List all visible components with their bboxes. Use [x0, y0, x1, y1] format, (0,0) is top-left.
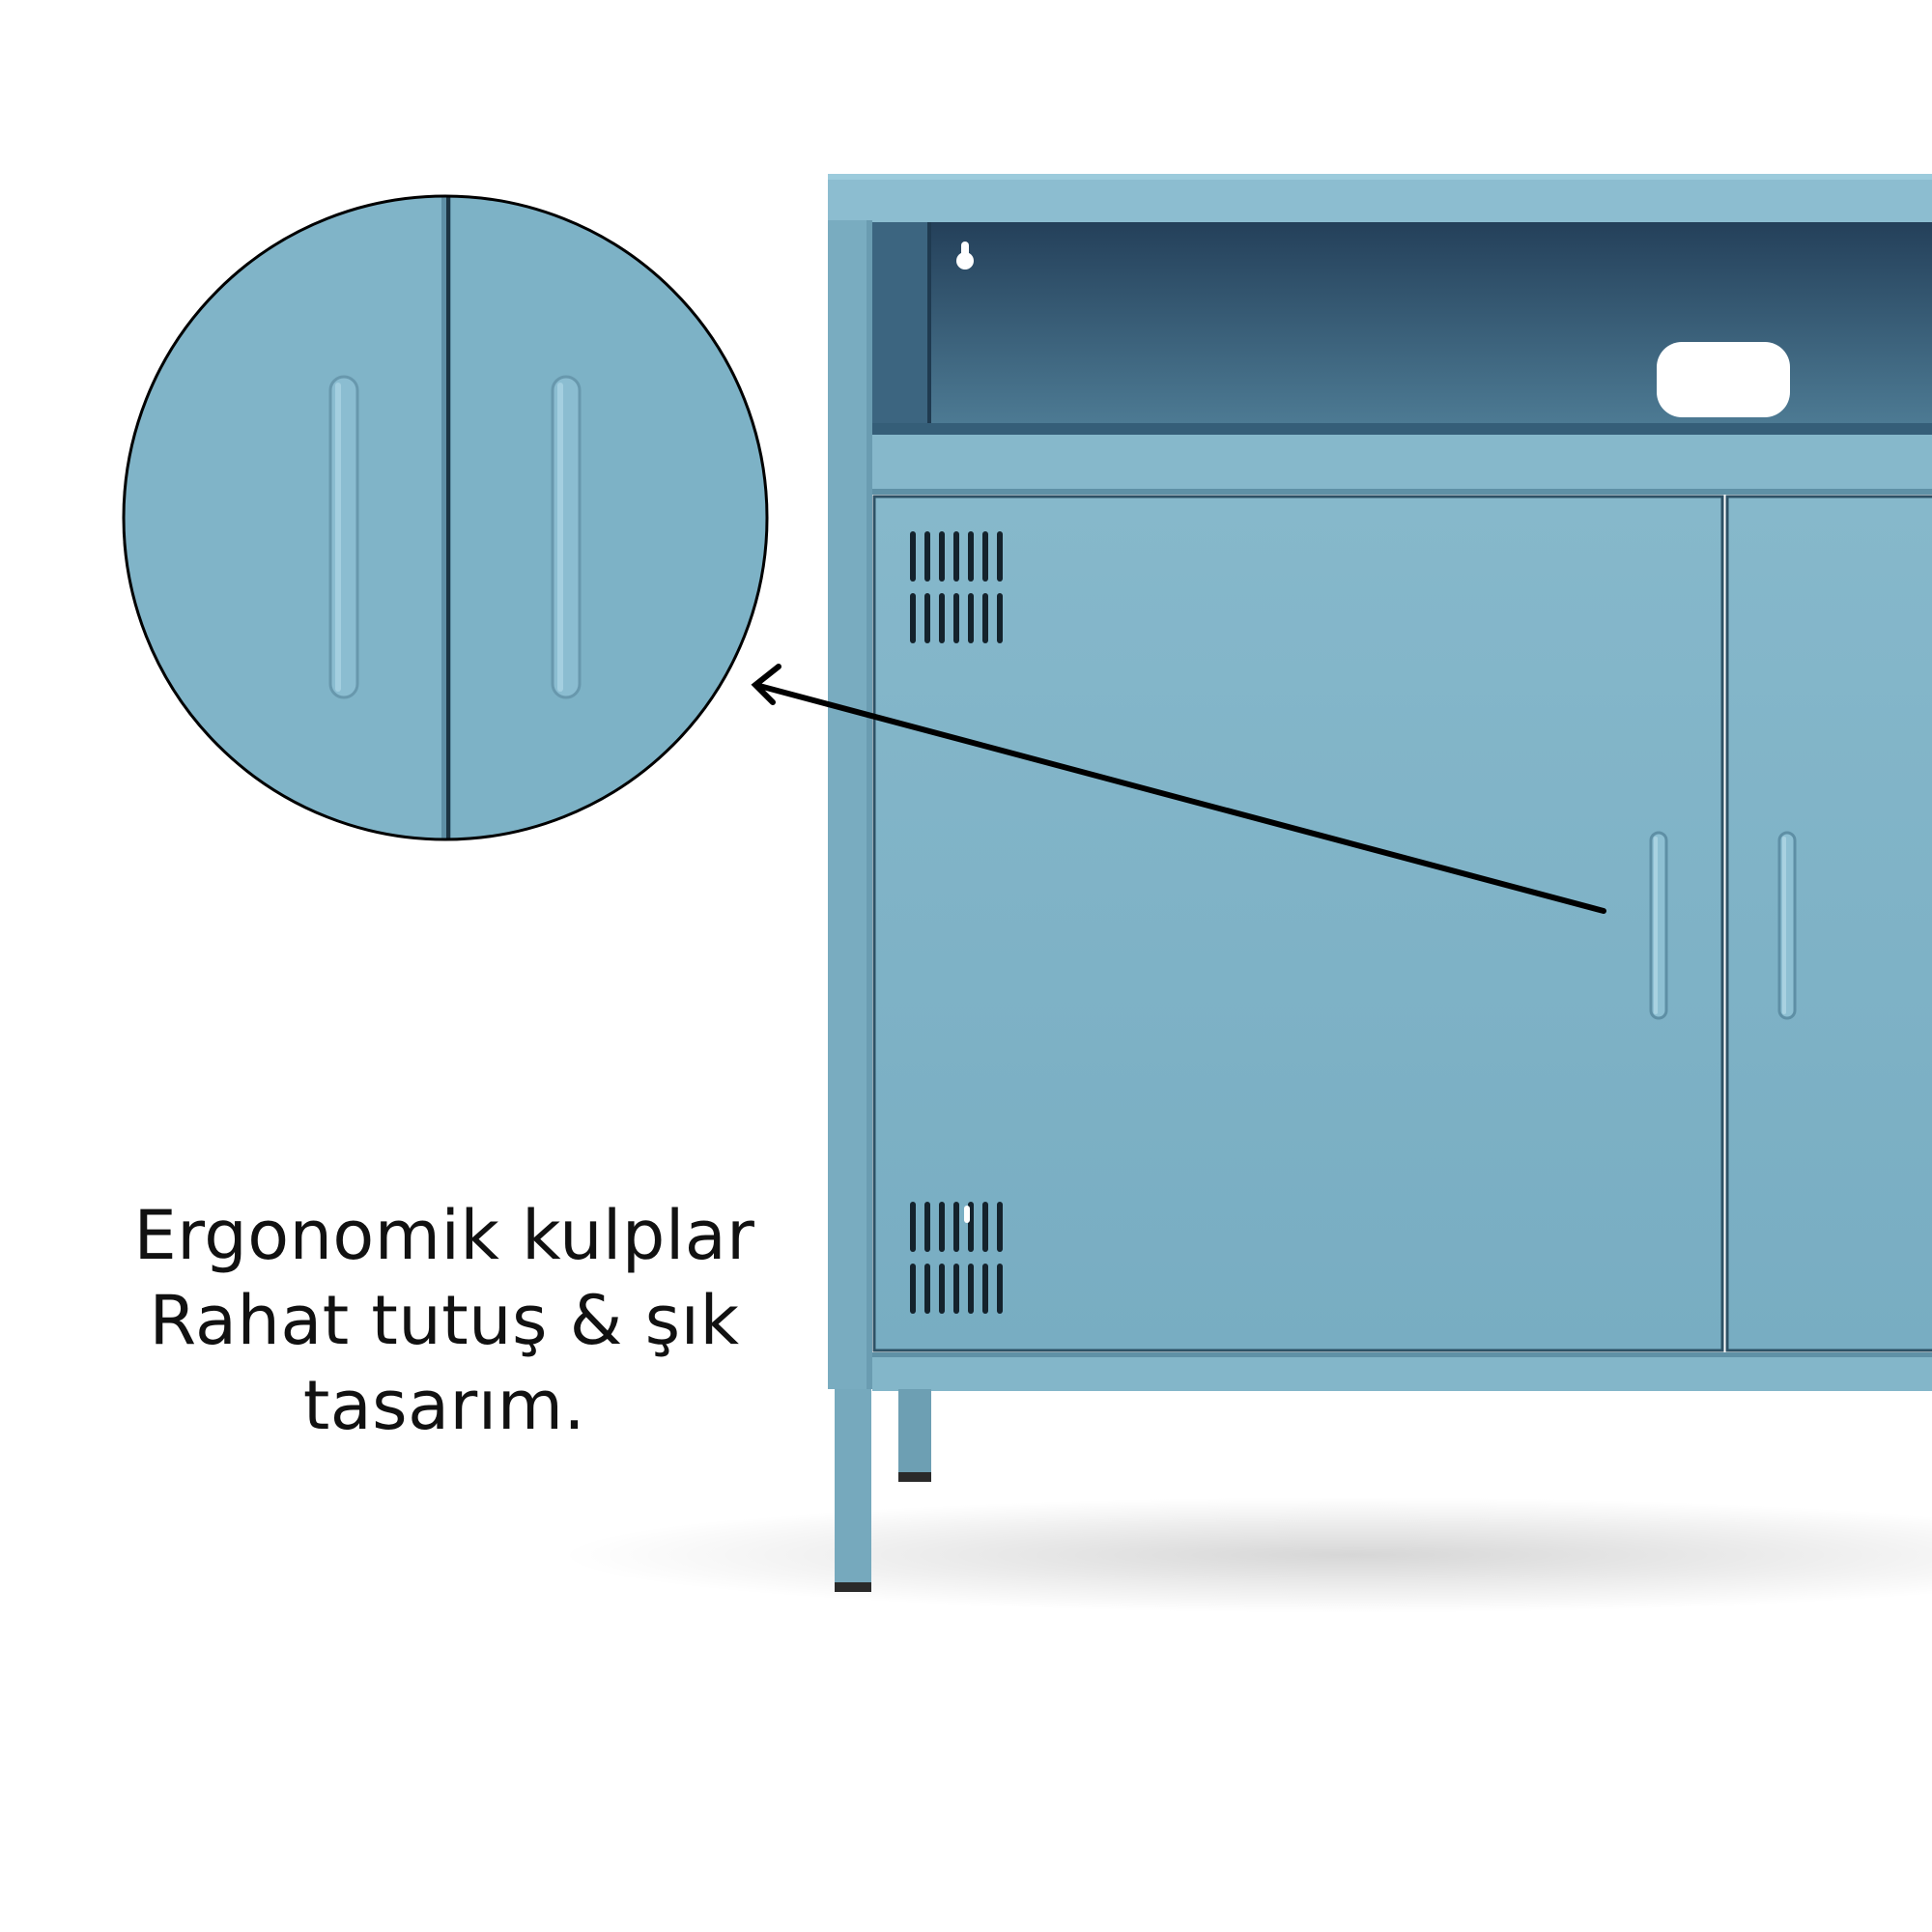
cabinet-top: [828, 174, 1932, 222]
front-leg: [835, 1389, 871, 1592]
cabinet-side: [828, 220, 871, 1389]
magnifier-callout-icon: [122, 194, 769, 841]
vent-bottom: [910, 1202, 1003, 1314]
right-door-handle[interactable]: [1777, 831, 1797, 1020]
feature-caption: Ergonomik kulplar Rahat tutuş & şık tasa…: [58, 1193, 831, 1448]
back-leg: [898, 1389, 931, 1482]
caption-line-2: Rahat tutuş & şık: [149, 1281, 740, 1360]
left-door[interactable]: [872, 495, 1724, 1352]
shelf-board: [872, 423, 1932, 437]
cable-hole: [1657, 342, 1790, 417]
left-door-handle[interactable]: [1649, 831, 1668, 1020]
arrow-pointer-icon: [751, 664, 1606, 914]
right-door[interactable]: [1725, 495, 1932, 1352]
cabinet: [828, 174, 1932, 1592]
floor-shadow: [560, 1497, 1932, 1613]
caption-line-3: tasarım.: [302, 1366, 586, 1445]
bottom-rail: [872, 1352, 1932, 1391]
vent-top: [910, 531, 1003, 643]
caption-line-1: Ergonomik kulplar: [133, 1196, 755, 1275]
